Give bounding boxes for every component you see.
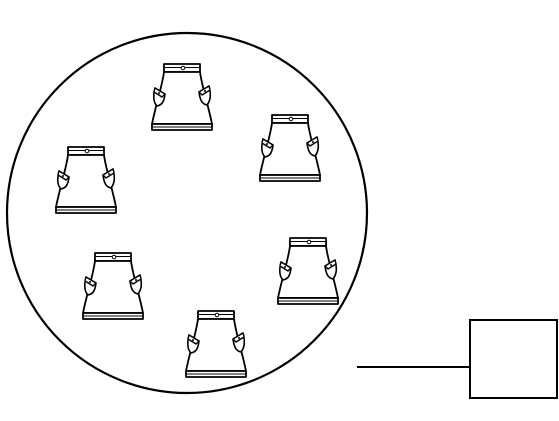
answer-box[interactable] — [469, 319, 558, 399]
